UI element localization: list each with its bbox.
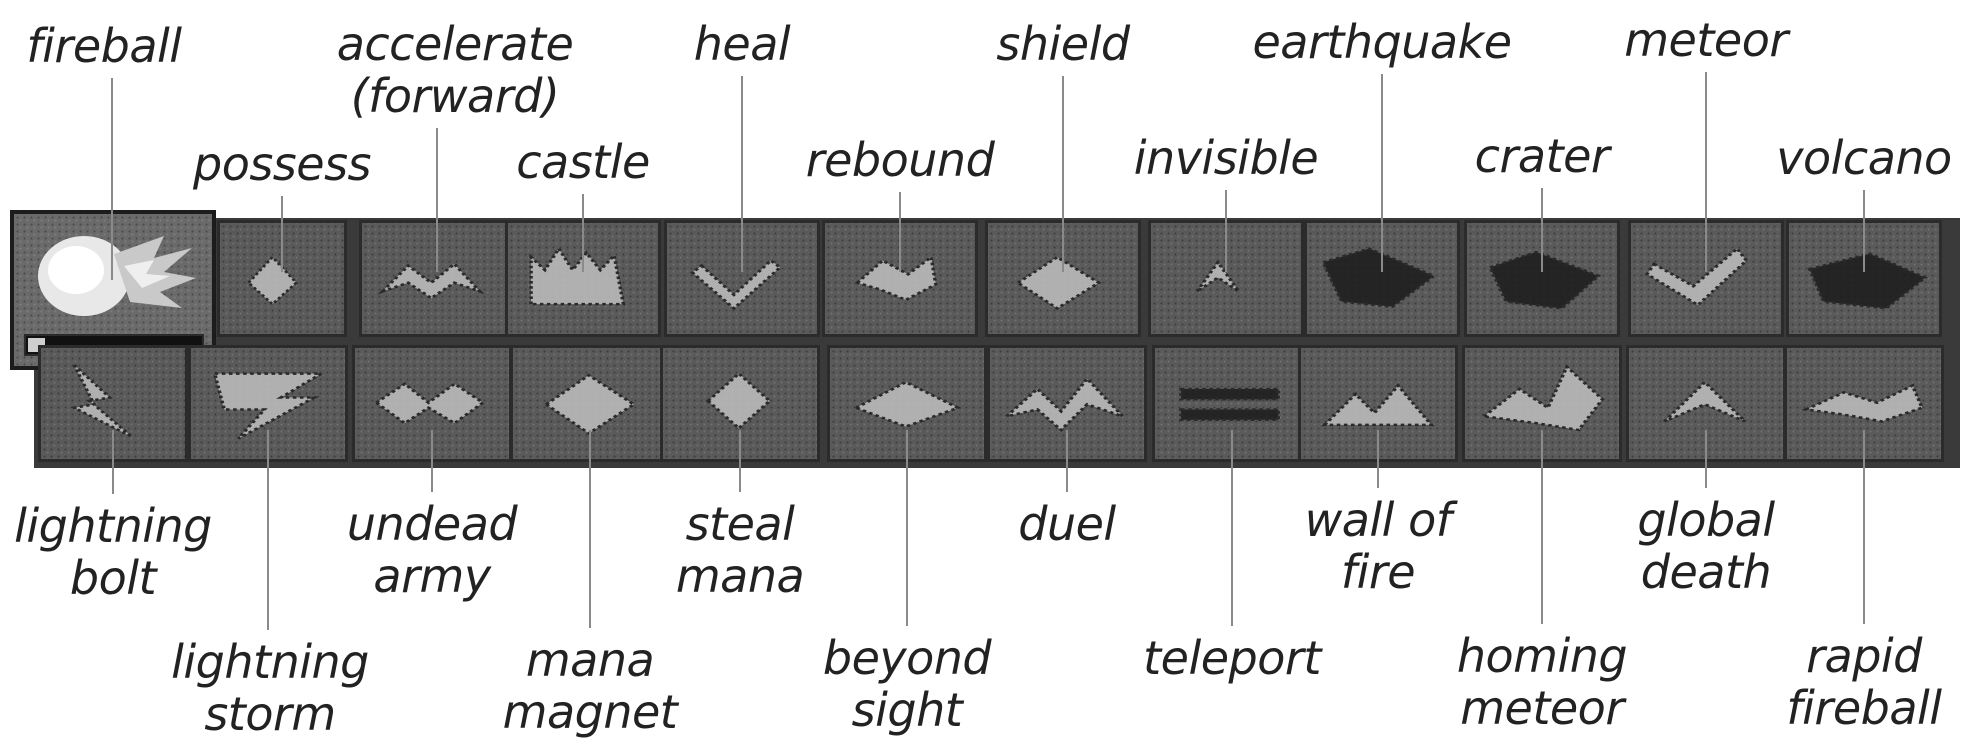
leader-line-earthquake xyxy=(1381,74,1383,272)
spell-label-undead-army: undead army xyxy=(347,498,517,602)
spell-label-teleport: teleport xyxy=(1143,632,1321,684)
spell-label-possess: possess xyxy=(193,138,371,190)
leader-line-meteor xyxy=(1705,72,1707,272)
leader-line-crater xyxy=(1541,188,1543,272)
spell-label-fireball: fireball xyxy=(26,20,181,72)
spell-label-crater: crater xyxy=(1475,130,1610,182)
spell-label-lightning-storm: lightning storm xyxy=(171,636,369,740)
leader-line-fireball xyxy=(111,78,113,280)
leader-line-volcano xyxy=(1863,190,1865,272)
leader-line-steal-mana xyxy=(739,430,741,492)
spell-label-beyond-sight: beyond sight xyxy=(823,632,991,736)
spell-label-rebound: rebound xyxy=(806,134,995,186)
leader-line-mana-magnet xyxy=(589,430,591,628)
spell-label-earthquake: earthquake xyxy=(1252,16,1511,68)
spell-label-volcano: volcano xyxy=(1776,132,1951,184)
leader-line-invisible xyxy=(1225,190,1227,272)
spell-label-lightning-bolt: lightning bolt xyxy=(14,500,212,604)
spell-label-mana-magnet: mana magnet xyxy=(503,634,678,738)
leader-line-lightning-storm xyxy=(267,430,269,630)
spell-label-homing-meteor: homing meteor xyxy=(1457,630,1627,734)
spell-label-castle: castle xyxy=(516,136,650,188)
leader-line-possess xyxy=(281,196,283,272)
leader-line-rebound xyxy=(899,192,901,272)
spell-label-heal: heal xyxy=(694,18,790,70)
leader-line-lightning-bolt xyxy=(112,430,114,494)
leader-line-global-death xyxy=(1705,430,1707,488)
leader-line-teleport xyxy=(1231,430,1233,626)
leader-line-shield xyxy=(1062,76,1064,272)
spell-label-global-death: global death xyxy=(1637,494,1774,598)
leader-line-rapid-fireball xyxy=(1863,430,1865,624)
leader-line-undead-army xyxy=(431,430,433,492)
spell-label-accelerate: accelerate (forward) xyxy=(337,18,574,122)
leader-line-duel xyxy=(1066,430,1068,492)
spell-label-rapid-fireball: rapid fireball xyxy=(1786,630,1941,734)
fireball-icon xyxy=(14,214,212,334)
leader-line-wall-of-fire xyxy=(1377,430,1379,488)
spell-label-steal-mana: steal mana xyxy=(676,498,804,602)
spell-label-meteor: meteor xyxy=(1624,14,1788,66)
leader-line-beyond-sight xyxy=(906,430,908,626)
leader-line-heal xyxy=(741,76,743,272)
leader-line-accelerate xyxy=(436,128,438,272)
spell-label-invisible: invisible xyxy=(1134,132,1318,184)
spell-label-duel: duel xyxy=(1018,498,1115,550)
leader-line-homing-meteor xyxy=(1541,430,1543,624)
spell-label-wall-of-fire: wall of fire xyxy=(1305,494,1452,598)
leader-line-castle xyxy=(582,194,584,272)
spell-label-shield: shield xyxy=(996,18,1129,70)
